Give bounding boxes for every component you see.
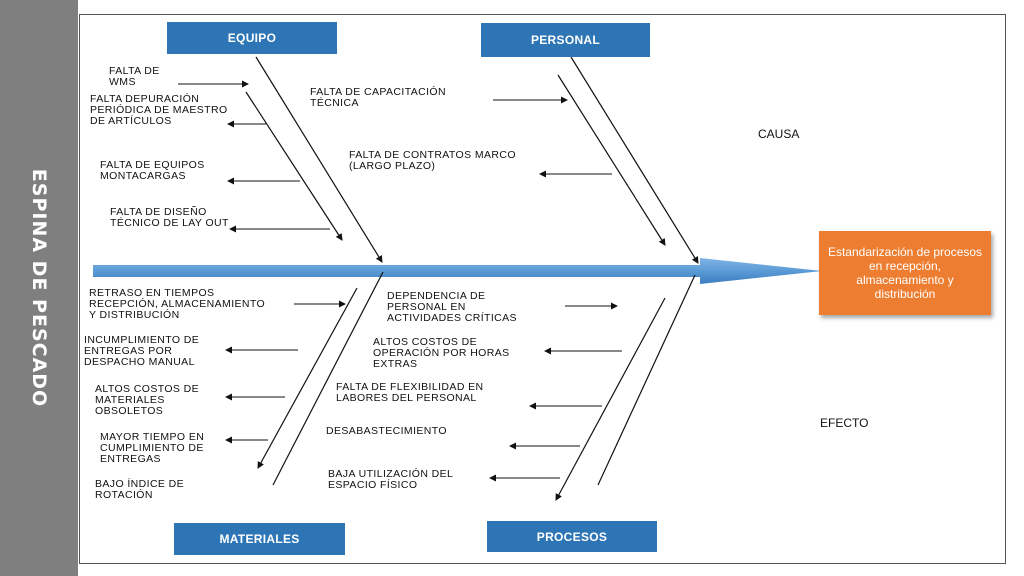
cause-label: MAYOR TIEMPO EN CUMPLIMIENTO DE ENTREGAS: [100, 431, 205, 465]
category-equipo: EQUIPO: [167, 22, 337, 54]
efecto-label: EFECTO: [820, 416, 869, 430]
effect-text: Estandarización de procesos en recepción…: [827, 245, 983, 301]
cause-label: DEPENDENCIA DE PERSONAL EN ACTIVIDADES C…: [387, 290, 517, 324]
cause-label: DESABASTECIMIENTO: [326, 425, 447, 437]
equipo-bone: [245, 56, 383, 263]
cause-label: FALTA DE DISEÑO TÉCNICO DE LAY OUT: [110, 206, 229, 229]
effect-box: Estandarización de procesos en recepción…: [819, 231, 991, 315]
causa-label: CAUSA: [758, 127, 800, 141]
cause-label: INCUMPLIMIENTO DE ENTREGAS POR DESPACHO …: [84, 334, 200, 368]
cause-arrows: [178, 80, 622, 482]
category-materiales: MATERIALES: [174, 523, 345, 555]
cause-label: FALTA DEPURACIÓN PERIÓDICA DE MAESTRO DE…: [90, 93, 228, 127]
personal-bone: [557, 56, 699, 264]
cause-label: FALTA DE EQUIPOS MONTACARGAS: [100, 159, 205, 182]
diagram-frame: [79, 14, 1006, 564]
sidebar: ESPINA DE PESCADO: [0, 0, 78, 576]
cause-label: FALTA DE CAPACITACIÓN TÉCNICA: [310, 86, 446, 109]
cause-label: FALTA DE WMS: [109, 65, 160, 88]
cause-label: FALTA DE FLEXIBILIDAD EN LABORES DEL PER…: [336, 381, 484, 404]
cause-label: ALTOS COSTOS DE MATERIALES OBSOLETOS: [95, 383, 200, 417]
cause-label: BAJO ÍNDICE DE ROTACIÓN: [95, 478, 185, 501]
cause-label: FALTA DE CONTRATOS MARCO (LARGO PLAZO): [349, 149, 516, 172]
procesos-bone: [555, 274, 696, 501]
cause-label: ALTOS COSTOS DE OPERACIÓN POR HORAS EXTR…: [373, 336, 510, 370]
category-procesos: PROCESOS: [487, 521, 657, 552]
main-spine-arrow: [93, 258, 822, 284]
category-personal: PERSONAL: [481, 23, 650, 57]
materiales-bone: [257, 271, 384, 486]
cause-label: BAJA UTILIZACIÓN DEL ESPACIO FÍSICO: [328, 468, 454, 491]
cause-label: RETRASO EN TIEMPOS RECEPCIÓN, ALMACENAMI…: [89, 287, 266, 321]
